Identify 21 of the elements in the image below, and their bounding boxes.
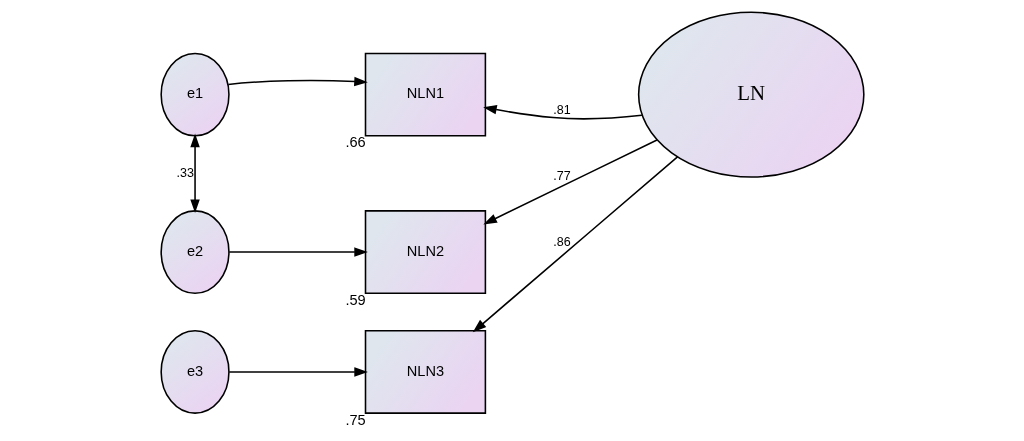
arrow [189, 133, 200, 214]
edge-label: .86 [552, 235, 571, 250]
edge-label: .81 [552, 103, 571, 118]
arrow [482, 139, 658, 225]
node-ellipse: LN [637, 11, 865, 178]
node-box: NLN2 [364, 210, 486, 294]
node-ellipse: e3 [159, 329, 230, 414]
arrow [482, 104, 643, 120]
node-box: NLN3 [364, 329, 486, 414]
node-label: .66 [344, 134, 366, 151]
node-label: .75 [344, 411, 366, 428]
node-box: NLN1 [364, 52, 486, 137]
arrow [472, 156, 678, 333]
arrow [228, 247, 368, 257]
edge-label: .77 [552, 168, 571, 183]
arrow [228, 367, 368, 377]
arrow [227, 76, 368, 87]
node-ellipse: e1 [159, 52, 230, 137]
node-ellipse: e2 [159, 210, 230, 294]
edge-label: .33 [175, 165, 194, 180]
node-label: .59 [344, 291, 366, 308]
